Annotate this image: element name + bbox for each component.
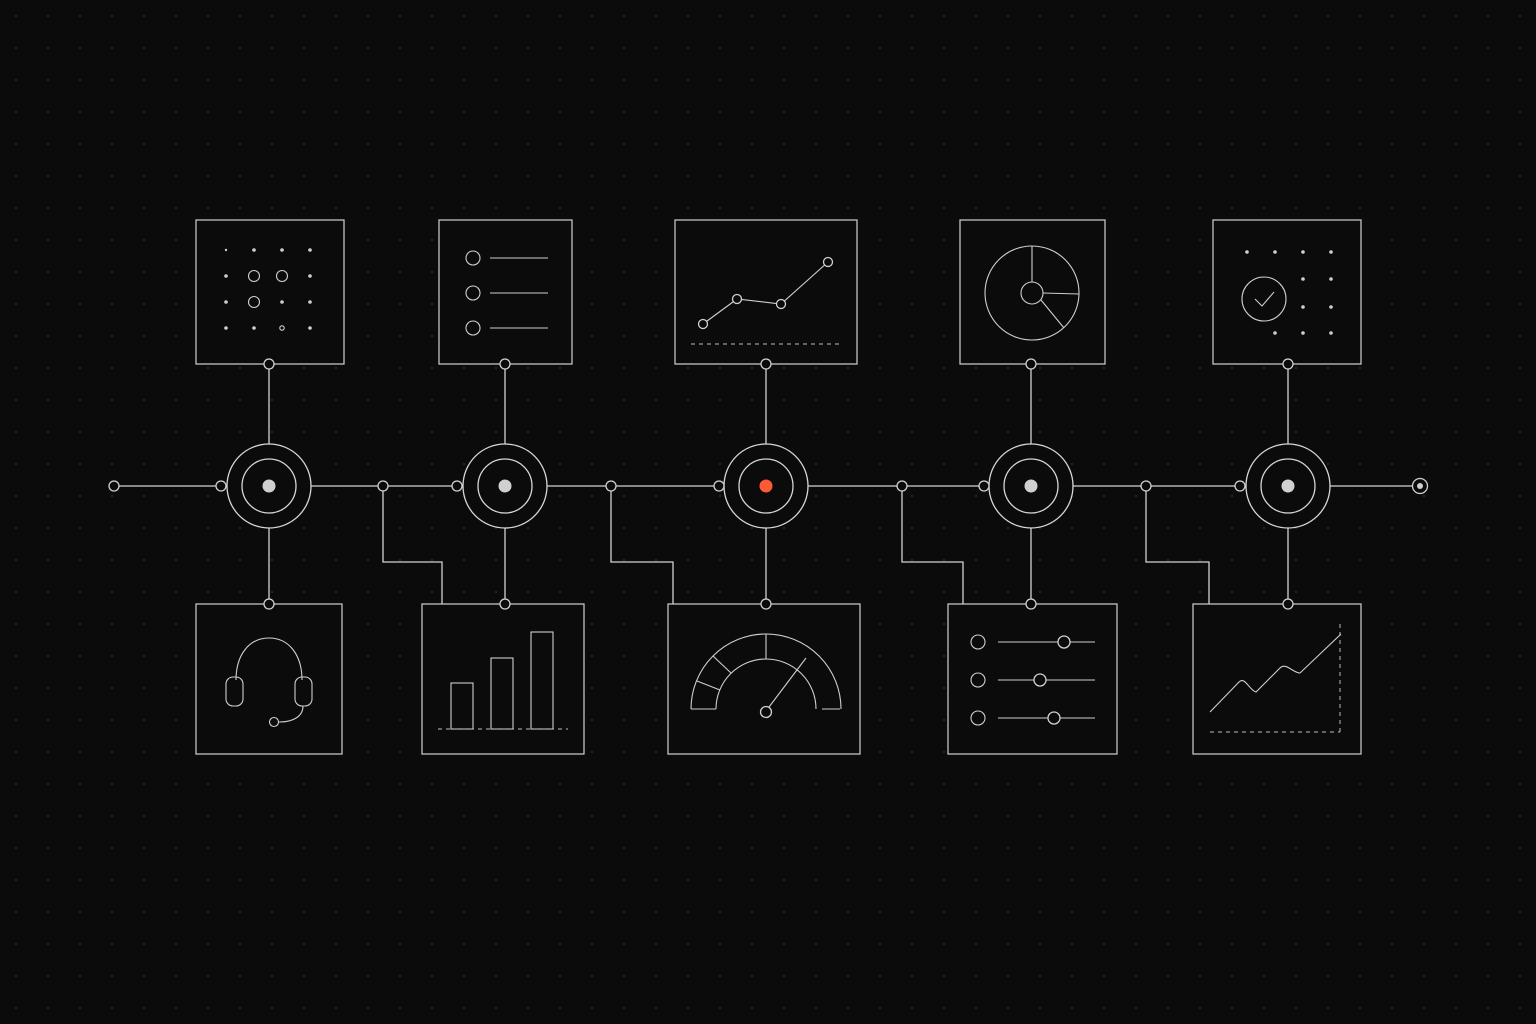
hub-node-2[interactable] [451, 443, 548, 529]
card-checklist[interactable] [438, 219, 573, 365]
card-gauge[interactable] [667, 603, 861, 755]
hub-node-1[interactable] [215, 443, 312, 529]
line-chart-icon [691, 256, 840, 345]
area-chart-icon [1209, 624, 1342, 733]
card-sliders[interactable] [947, 603, 1118, 755]
card-headset[interactable] [195, 603, 343, 755]
sliders-icon [970, 634, 1095, 726]
timeline-start-marker [108, 480, 120, 492]
step-branches [382, 486, 1210, 604]
hub-node-3-active[interactable] [713, 443, 809, 529]
grid-of-dots-icon [224, 248, 312, 331]
hub-node-5[interactable] [1234, 443, 1331, 529]
timeline-end-dot [1417, 483, 1423, 489]
card-pie-chart[interactable] [959, 219, 1106, 365]
card-bar-chart[interactable] [421, 603, 585, 755]
hub-dot [1024, 479, 1038, 493]
card-grid-of-dots[interactable] [195, 219, 345, 365]
active-hub-dot [759, 479, 773, 493]
timeline-junctions [377, 480, 1152, 492]
hub-node-4[interactable] [978, 443, 1074, 529]
pie-chart-icon [984, 245, 1080, 341]
gauge-icon [690, 633, 842, 719]
hub-dot [498, 479, 512, 493]
card-area-chart[interactable] [1192, 603, 1362, 755]
card-checkmark-grid[interactable] [1212, 219, 1362, 365]
checklist-icon [465, 250, 548, 336]
hub-dot [262, 479, 276, 493]
card-junctions [263, 358, 1294, 610]
hub-dot [1281, 479, 1295, 493]
checkmark-grid-icon [1241, 250, 1333, 335]
bar-chart-icon [438, 631, 568, 730]
card-line-chart[interactable] [674, 219, 858, 365]
headset-icon [225, 637, 313, 728]
